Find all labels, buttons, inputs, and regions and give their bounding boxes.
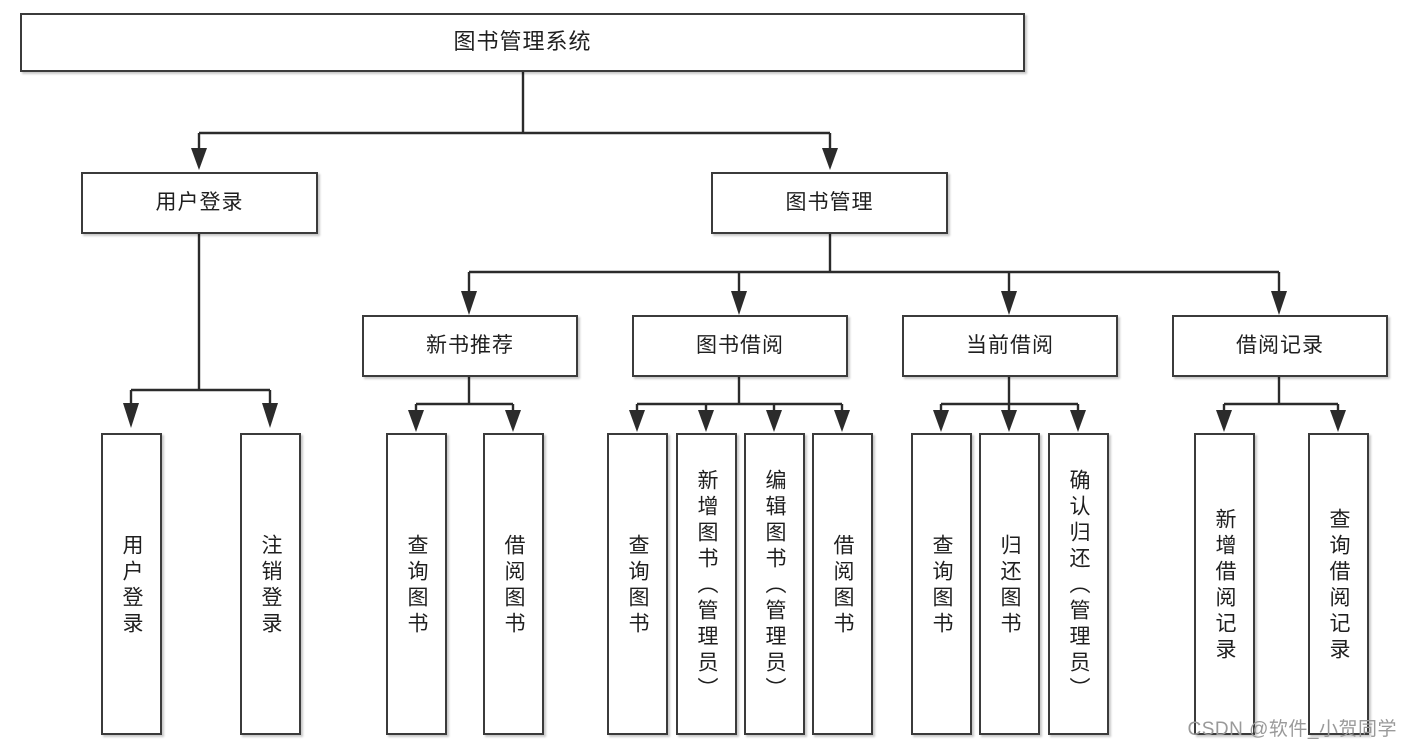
node-book-borrow[interactable]: 图书借阅 <box>632 315 848 377</box>
leaf-borrow-add-admin[interactable]: 新增图书（管理员） <box>676 433 737 735</box>
leaf-label: 查询图书 <box>405 534 428 638</box>
arrowhead-leaf-b1 <box>629 410 645 432</box>
leaf-label: 查询图书 <box>930 534 953 638</box>
arrowhead-leaf-c2 <box>1001 410 1017 432</box>
leaf-newbook-query[interactable]: 查询图书 <box>386 433 447 735</box>
node-root-system[interactable]: 图书管理系统 <box>20 13 1025 72</box>
arrowhead-user-login <box>191 148 207 170</box>
leaf-user-login-signin[interactable]: 用户登录 <box>101 433 162 735</box>
arrowhead-leaf-n1 <box>408 410 424 432</box>
arrowhead-leaf-u2 <box>262 403 278 428</box>
leaf-label: 查询图书 <box>626 534 649 638</box>
leaf-record-query[interactable]: 查询借阅记录 <box>1308 433 1369 735</box>
arrowhead-leaf-c1 <box>933 410 949 432</box>
leaf-label: 查询借阅记录 <box>1327 508 1350 664</box>
leaf-borrow-query[interactable]: 查询图书 <box>607 433 668 735</box>
node-user-login[interactable]: 用户登录 <box>81 172 318 234</box>
arrowhead-leaf-r1 <box>1216 410 1232 432</box>
leaf-label: 确认归还（管理员） <box>1067 469 1090 703</box>
leaf-label: 借阅图书 <box>502 534 525 638</box>
node-borrow-record[interactable]: 借阅记录 <box>1172 315 1388 377</box>
arrowhead-leaf-c3 <box>1070 410 1086 432</box>
arrowhead-leaf-b4 <box>834 410 850 432</box>
leaf-record-add[interactable]: 新增借阅记录 <box>1194 433 1255 735</box>
node-book-management[interactable]: 图书管理 <box>711 172 948 234</box>
arrowhead-book-manage <box>822 148 838 170</box>
arrowhead-leaf-r2 <box>1330 410 1346 432</box>
leaf-borrow-edit-admin[interactable]: 编辑图书（管理员） <box>744 433 805 735</box>
arrowhead-l3-2 <box>731 291 747 315</box>
leaf-label: 用户登录 <box>120 534 143 638</box>
leaf-label: 编辑图书（管理员） <box>763 469 786 703</box>
leaf-newbook-borrow[interactable]: 借阅图书 <box>483 433 544 735</box>
leaf-current-confirm-admin[interactable]: 确认归还（管理员） <box>1048 433 1109 735</box>
arrowhead-leaf-u1 <box>123 403 139 428</box>
leaf-label: 新增借阅记录 <box>1213 508 1236 664</box>
arrowhead-l3-4 <box>1271 291 1287 315</box>
leaf-borrow-borrow[interactable]: 借阅图书 <box>812 433 873 735</box>
leaf-label: 归还图书 <box>998 534 1021 638</box>
leaf-label: 借阅图书 <box>831 534 854 638</box>
arrowhead-l3-1 <box>461 291 477 315</box>
leaf-user-login-signout[interactable]: 注销登录 <box>240 433 301 735</box>
arrowhead-l3-3 <box>1001 291 1017 315</box>
arrowhead-leaf-n2 <box>505 410 521 432</box>
leaf-label: 新增图书（管理员） <box>695 469 718 703</box>
arrowhead-leaf-b2 <box>698 410 714 432</box>
node-new-book-recommend[interactable]: 新书推荐 <box>362 315 578 377</box>
leaf-label: 注销登录 <box>259 534 282 638</box>
leaf-current-return[interactable]: 归还图书 <box>979 433 1040 735</box>
watermark-text: CSDN @软件_小贺同学 <box>1187 719 1397 740</box>
node-current-borrow[interactable]: 当前借阅 <box>902 315 1118 377</box>
arrowhead-leaf-b3 <box>766 410 782 432</box>
leaf-current-query[interactable]: 查询图书 <box>911 433 972 735</box>
